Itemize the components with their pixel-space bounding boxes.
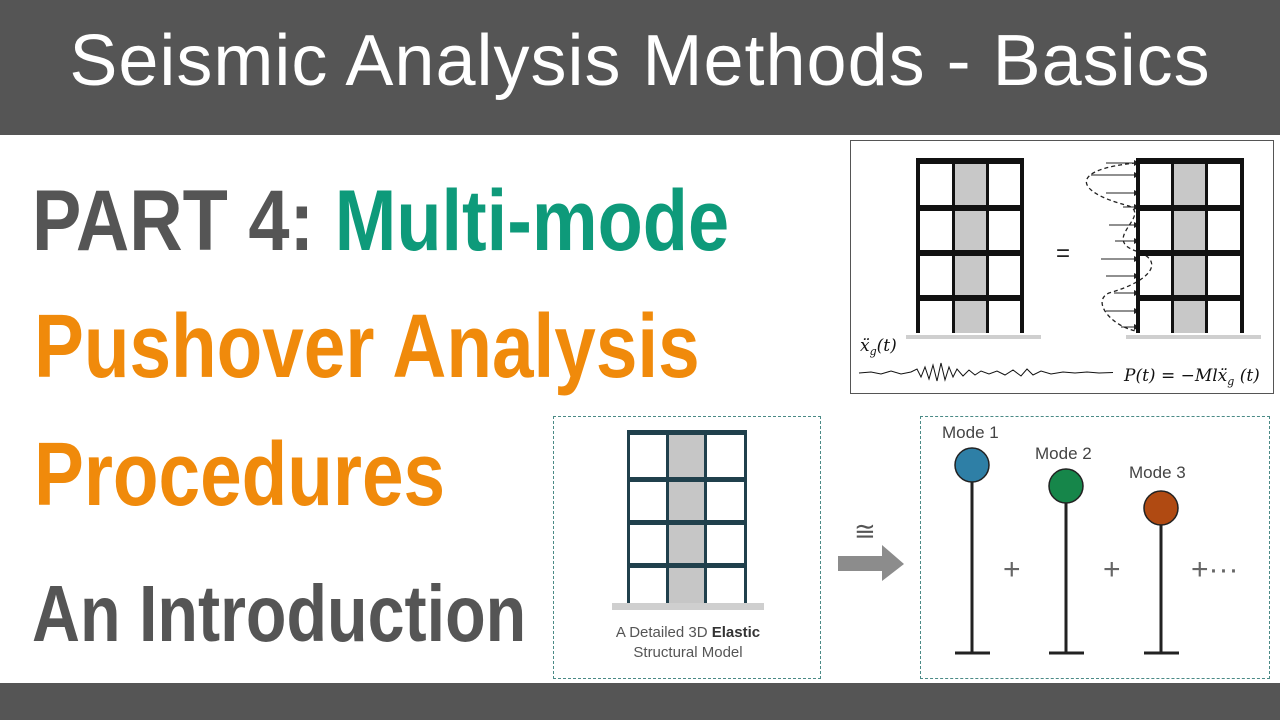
page-title: Seismic Analysis Methods - Basics [69,21,1211,101]
part-label: PART 4: [32,173,335,269]
mode-2-label: Mode 2 [1035,444,1092,463]
mode-1-label: Mode 1 [942,423,999,442]
arrow-right-icon: ≅ [838,516,904,581]
mode-2-mass [1048,468,1084,504]
plus-more-sign: +··· [1191,553,1239,586]
mode-1-mass [954,447,990,483]
headline-procedures: Procedures [34,425,446,525]
mode-3-mass [1143,490,1179,526]
force-profile [1085,162,1153,332]
ground-motion-figure: = [850,140,1274,394]
multi-mode-label: Multi-mode [334,173,730,269]
header-bar: Seismic Analysis Methods - Basics [0,0,1280,135]
headline-pushover: Pushover Analysis [34,297,700,397]
mode-3-label: Mode 3 [1129,463,1186,482]
building-right [1126,158,1261,339]
model-caption: A Detailed 3D Elastic Structural Model [615,624,761,661]
ground-motion-diagram: = [858,158,1261,388]
headline-part-line: PART 4: Multi-mode [32,172,729,271]
approx-equal-symbol: ≅ [854,518,876,546]
equals-sign: = [1056,240,1070,267]
force-formula: P(t) = −Mlẍg (t) [1123,366,1260,388]
modes-figure: Mode 1 Mode 2 Mode 3 + + +··· [920,416,1270,679]
plus-sign-2: + [1103,553,1121,586]
elastic-model-diagram [612,430,764,610]
headline-introduction: An Introduction [32,569,527,658]
ground-motion-label: ẍg(t) [860,336,897,358]
elastic-model-figure: A Detailed 3D Elastic Structural Model [553,416,821,679]
footer-bar [0,683,1280,720]
accelerogram-trace [858,362,1114,382]
building-left [906,158,1041,339]
plus-sign-1: + [1003,553,1021,586]
approx-arrow: ≅ [836,516,908,582]
mode-shapes-diagram: + + +··· [954,447,1239,655]
